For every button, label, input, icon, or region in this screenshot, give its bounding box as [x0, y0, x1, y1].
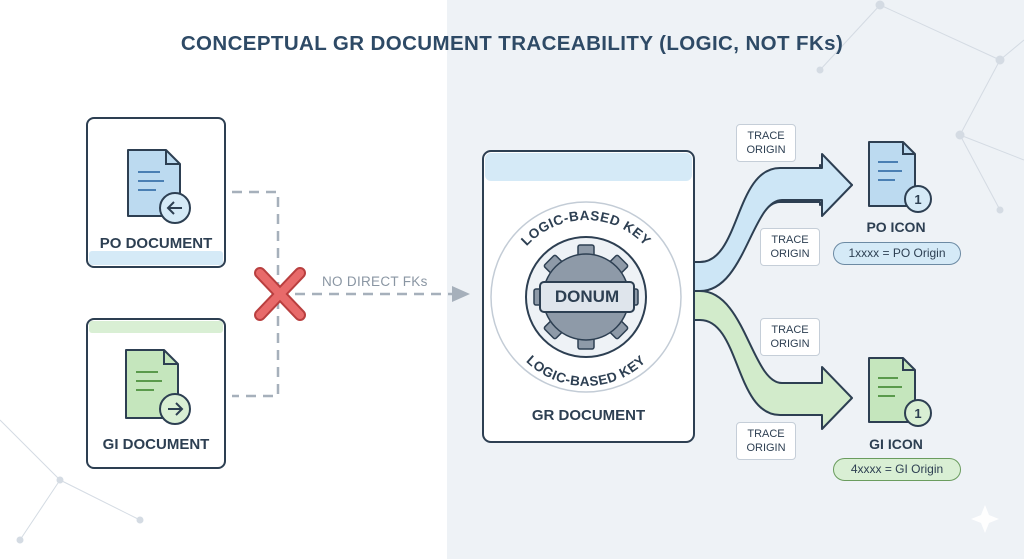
- donum-key-label: DONUM: [539, 281, 635, 313]
- trace-line2: ORIGIN: [770, 338, 810, 350]
- po-document-label: PO DOCUMENT: [99, 235, 213, 252]
- sparkle-icon: [971, 505, 999, 533]
- gr-document-label: GR DOCUMENT: [531, 407, 646, 424]
- po-badge-number: 1: [914, 192, 921, 207]
- po-icon: [868, 141, 932, 213]
- po-icon-label: PO ICON: [866, 219, 926, 235]
- trace-line1: TRACE: [771, 324, 809, 336]
- no-direct-fks-label: NO DIRECT FKs: [322, 274, 428, 289]
- po-document-icon: [127, 149, 191, 224]
- trace-line2: ORIGIN: [746, 442, 786, 454]
- dashed-arrowhead: [452, 286, 470, 302]
- gi-document-icon: [125, 349, 191, 425]
- dashed-connectors: [232, 190, 452, 398]
- gi-document-label: GI DOCUMENT: [102, 436, 210, 453]
- gi-icon: [868, 357, 932, 427]
- background-network: [0, 0, 1024, 544]
- trace-origin-label-2: TRACE ORIGIN: [760, 228, 820, 266]
- po-origin-pill: 1xxxx = PO Origin: [833, 242, 961, 265]
- trace-origin-label-3: TRACE ORIGIN: [760, 318, 820, 356]
- trace-line1: TRACE: [771, 234, 809, 246]
- trace-line2: ORIGIN: [746, 144, 786, 156]
- trace-line1: TRACE: [747, 130, 785, 142]
- po-trace-arrow: [659, 153, 853, 292]
- trace-origin-label-4: TRACE ORIGIN: [736, 422, 796, 460]
- no-link-x-icon: [254, 267, 306, 321]
- trace-line1: TRACE: [747, 428, 785, 440]
- trace-line2: ORIGIN: [770, 248, 810, 260]
- trace-origin-label-1: TRACE ORIGIN: [736, 124, 796, 162]
- gi-badge-number: 1: [914, 406, 921, 421]
- gi-trace-arrow: [659, 290, 853, 430]
- page-title: CONCEPTUAL GR DOCUMENT TRACEABILITY (LOG…: [180, 32, 844, 55]
- gi-icon-label: GI ICON: [869, 436, 923, 452]
- gi-origin-pill: 4xxxx = GI Origin: [833, 458, 961, 481]
